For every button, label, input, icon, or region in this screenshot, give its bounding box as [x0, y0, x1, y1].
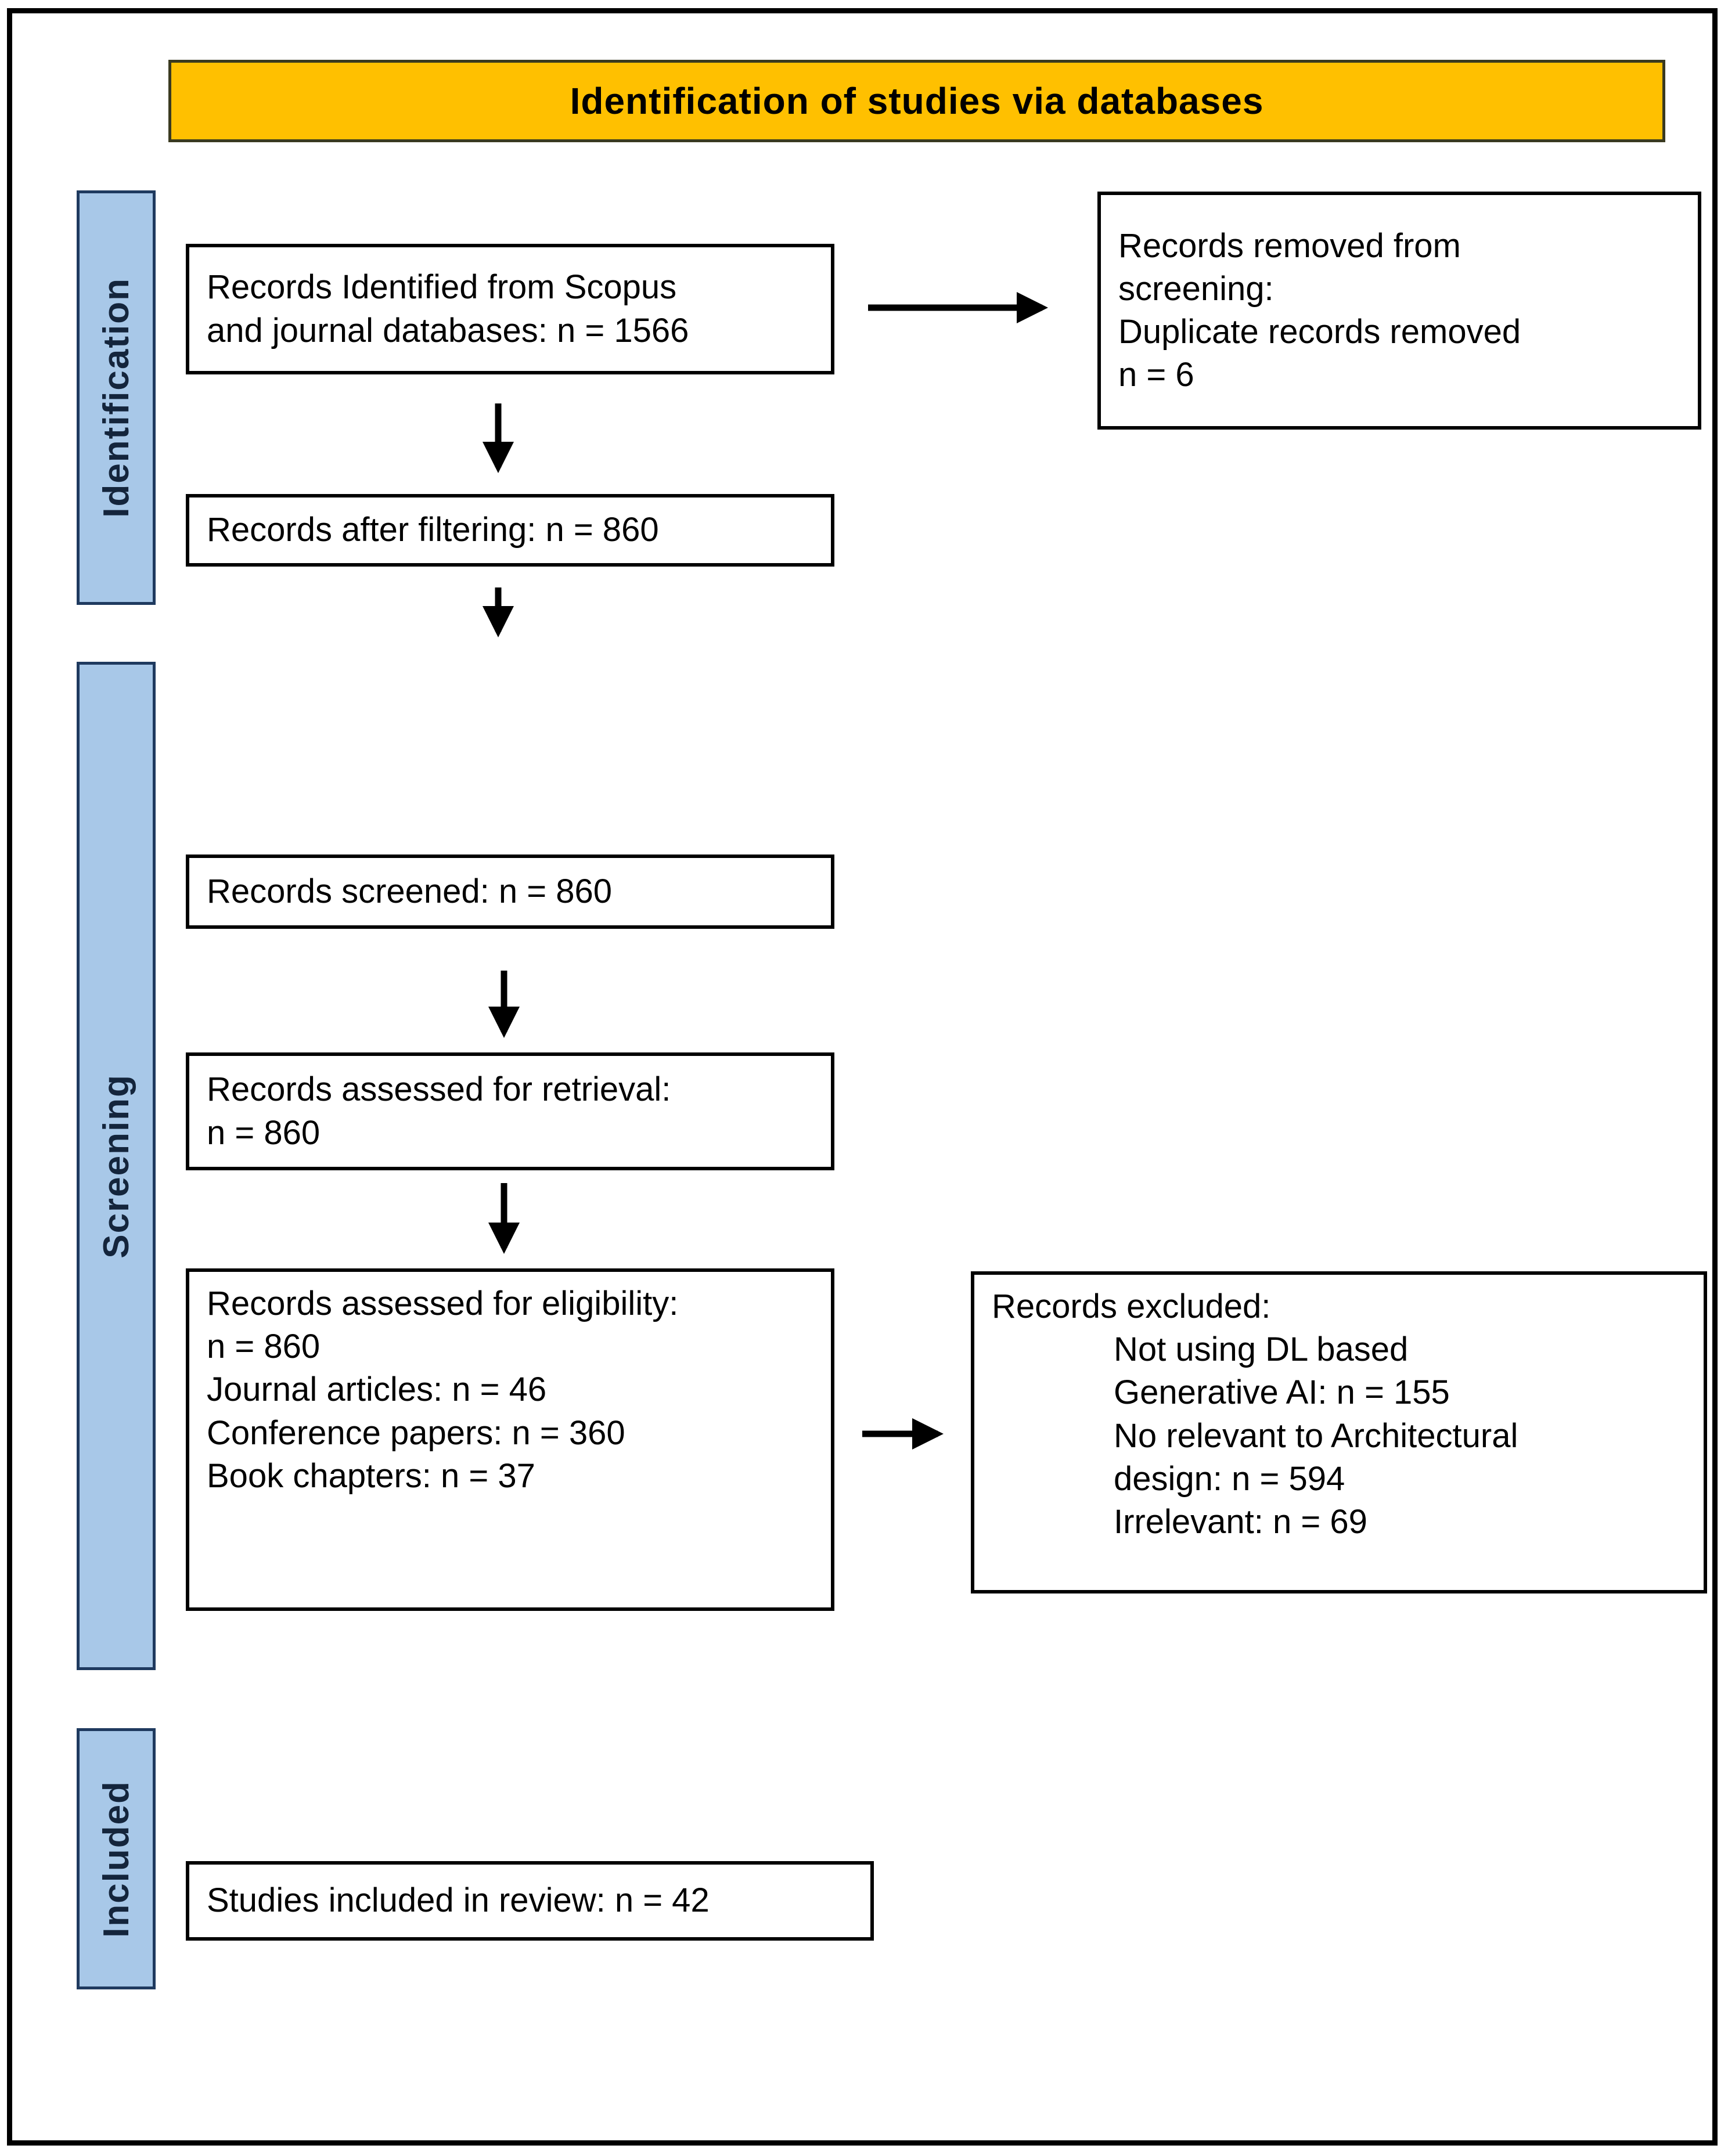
records-screened-text: Records screened: n = 860 [207, 872, 613, 910]
box-records-eligibility: Records assessed for eligibility: n = 86… [186, 1268, 834, 1611]
records-identified-text: Records Identified from Scopus and journ… [207, 268, 689, 349]
stage-label-identification: Identification [96, 277, 136, 518]
box-records-removed: Records removed from screening: Duplicat… [1097, 192, 1701, 430]
header-banner: Identification of studies via databases [168, 60, 1665, 142]
studies-included-text: Studies included in review: n = 42 [207, 1881, 710, 1920]
records-eligibility-text: Records assessed for eligibility: n = 86… [207, 1285, 679, 1495]
records-retrieval-text: Records assessed for retrieval: n = 860 [207, 1070, 671, 1152]
stage-bar-screening: Screening [77, 662, 156, 1670]
stage-label-included: Included [96, 1780, 136, 1938]
box-studies-included: Studies included in review: n = 42 [186, 1861, 874, 1941]
stage-bar-identification: Identification [77, 190, 156, 605]
records-excluded-details: Not using DL based Generative AI: n = 15… [1114, 1331, 1518, 1541]
records-excluded-header: Records excluded: [992, 1288, 1271, 1325]
stage-bar-included: Included [77, 1728, 156, 1989]
box-records-screened: Records screened: n = 860 [186, 855, 834, 929]
page-title: Identification of studies via databases [570, 80, 1264, 122]
records-filtered-text: Records after filtering: n = 860 [207, 511, 659, 549]
records-removed-text: Records removed from screening: Duplicat… [1118, 226, 1521, 394]
box-records-retrieval: Records assessed for retrieval: n = 860 [186, 1052, 834, 1170]
box-records-excluded: Records excluded: Not using DL based Gen… [971, 1271, 1707, 1593]
stage-label-screening: Screening [96, 1073, 136, 1259]
box-records-identified: Records Identified from Scopus and journ… [186, 244, 834, 374]
box-records-filtered: Records after filtering: n = 860 [186, 494, 834, 567]
